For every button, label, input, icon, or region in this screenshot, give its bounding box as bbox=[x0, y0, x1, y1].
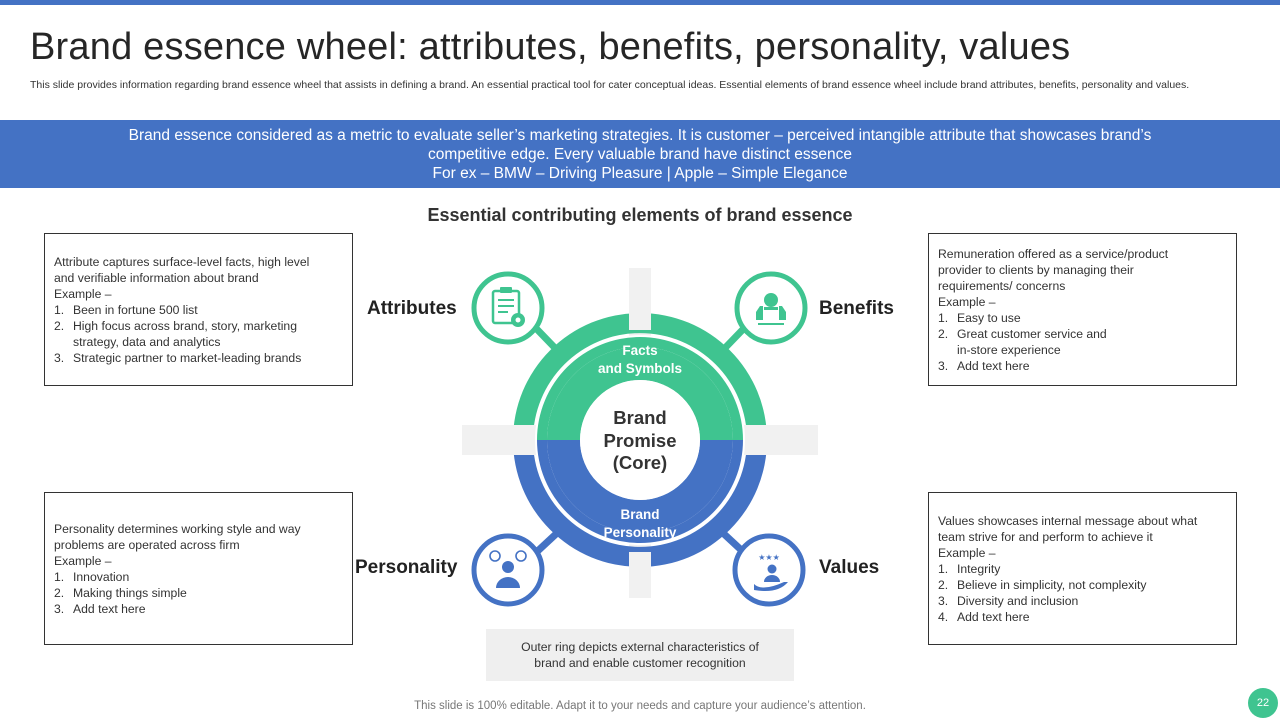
list-item: 3. Diversity and inclusion bbox=[938, 593, 1227, 609]
list-item: 4. Add text here bbox=[938, 609, 1227, 625]
list-text: Add text here bbox=[73, 602, 146, 616]
box-text-line: Remuneration offered as a service/produc… bbox=[938, 247, 1169, 261]
list-number: 4. bbox=[938, 610, 949, 624]
list-item: 3. Add text here bbox=[54, 601, 343, 617]
personality-segment bbox=[547, 440, 733, 533]
list-text: Add text here bbox=[957, 610, 1030, 624]
list-item: 1. Integrity bbox=[938, 561, 1227, 577]
personality-label: Personality bbox=[355, 557, 458, 578]
person-emotions-icon bbox=[471, 533, 545, 607]
thumbs-up-award-icon bbox=[734, 271, 808, 345]
attributes-box: Attribute captures surface-level facts, … bbox=[44, 233, 353, 386]
note-line: brand and enable customer recognition bbox=[534, 656, 746, 670]
list-item: 1. Been in fortune 500 list bbox=[54, 302, 343, 318]
hand-person-stars-icon: ★★★ bbox=[732, 533, 806, 607]
core-label: Promise bbox=[603, 430, 676, 451]
definition-banner: Brand essence considered as a metric to … bbox=[0, 120, 1280, 188]
list-number: 2. bbox=[54, 586, 65, 600]
benefits-box: Remuneration offered as a service/produc… bbox=[928, 233, 1237, 386]
list-item: 2. High focus across brand, story, market… bbox=[54, 318, 343, 334]
list-number: 3. bbox=[54, 602, 65, 616]
box-text-line: Example – bbox=[54, 554, 112, 568]
core-label: Brand bbox=[613, 407, 666, 428]
list-item: 1. Innovation bbox=[54, 569, 343, 585]
personality-segment-label: Brand bbox=[620, 507, 659, 522]
facts-label: Facts bbox=[622, 343, 657, 358]
list-item: 2. Believe in simplicity, not complexity bbox=[938, 577, 1227, 593]
box-text-line: and verifiable information about brand bbox=[54, 271, 259, 285]
note-line: Outer ring depicts external characterist… bbox=[521, 640, 759, 654]
clipboard-gear-icon bbox=[471, 271, 545, 345]
benefits-label: Benefits bbox=[819, 298, 894, 319]
box-text-line: Example – bbox=[54, 287, 112, 301]
guide-segment bbox=[745, 425, 775, 455]
banner-line: For ex – BMW – Driving Pleasure | Apple … bbox=[432, 165, 848, 182]
slide-title: Brand essence wheel: attributes, benefit… bbox=[30, 26, 1071, 68]
list-text-continued: strategy, data and analytics bbox=[73, 335, 221, 349]
banner-line: competitive edge. Every valuable brand h… bbox=[428, 146, 852, 163]
svg-text:★★★: ★★★ bbox=[758, 553, 780, 562]
list-text: Strategic partner to market-leading bran… bbox=[73, 351, 302, 365]
outer-ring-note: Outer ring depicts external characterist… bbox=[486, 629, 794, 681]
list-number: 3. bbox=[54, 351, 65, 365]
list-number: 2. bbox=[54, 319, 65, 333]
list-number: 1. bbox=[938, 311, 949, 325]
list-text: Innovation bbox=[73, 570, 130, 584]
list-text: High focus across brand, story, marketin… bbox=[73, 319, 297, 333]
personality-box: Personality determines working style and… bbox=[44, 492, 353, 645]
list-text: Believe in simplicity, not complexity bbox=[957, 578, 1147, 592]
box-text-line: Example – bbox=[938, 295, 996, 309]
core-label: (Core) bbox=[613, 452, 667, 473]
attributes-label: Attributes bbox=[367, 298, 457, 319]
list-text: Diversity and inclusion bbox=[957, 594, 1079, 608]
footer-text: This slide is 100% editable. Adapt it to… bbox=[414, 700, 866, 712]
list-number: 2. bbox=[938, 578, 949, 592]
list-number: 2. bbox=[938, 327, 949, 341]
box-text-line: Example – bbox=[938, 546, 996, 560]
box-text-line: team strive for and perform to achieve i… bbox=[938, 530, 1153, 544]
list-number: 3. bbox=[938, 594, 949, 608]
outer-ring-bottom bbox=[513, 440, 767, 567]
list-item: 2. Great customer service and bbox=[938, 326, 1227, 342]
list-number: 1. bbox=[54, 303, 65, 317]
list-text: Making things simple bbox=[73, 586, 187, 600]
section-heading: Essential contributing elements of brand… bbox=[427, 205, 853, 225]
list-number: 1. bbox=[54, 570, 65, 584]
list-item: 3. Add text here bbox=[938, 358, 1227, 374]
values-box: Values showcases internal message about … bbox=[928, 492, 1237, 645]
personality-segment-label: Personality bbox=[604, 525, 677, 540]
facts-segment bbox=[547, 347, 733, 440]
list-number: 1. bbox=[938, 562, 949, 576]
guide-segment bbox=[629, 300, 651, 330]
page-number-badge: 22 bbox=[1248, 688, 1278, 718]
list-text: Integrity bbox=[957, 562, 1001, 576]
box-text-line: Personality determines working style and… bbox=[54, 522, 301, 536]
list-text: Great customer service and bbox=[957, 327, 1107, 341]
banner-line: Brand essence considered as a metric to … bbox=[128, 127, 1152, 144]
list-text: Add text here bbox=[957, 359, 1030, 373]
core-circle bbox=[580, 380, 700, 500]
list-number: 3. bbox=[938, 359, 949, 373]
top-accent-bar bbox=[0, 0, 1280, 5]
guide-segment bbox=[505, 425, 535, 455]
box-text-line: Attribute captures surface-level facts, … bbox=[54, 255, 310, 269]
box-text-line: requirements/ concerns bbox=[938, 279, 1066, 293]
slide-subtitle: This slide provides information regardin… bbox=[30, 79, 1190, 91]
outer-ring-top bbox=[513, 313, 767, 440]
values-label: Values bbox=[819, 557, 880, 578]
box-text-line: problems are operated across firm bbox=[54, 538, 240, 552]
list-item: 1. Easy to use bbox=[938, 310, 1227, 326]
list-text: Easy to use bbox=[957, 311, 1021, 325]
box-text-line: provider to clients by managing their bbox=[938, 263, 1134, 277]
list-text-continued: in-store experience bbox=[957, 343, 1061, 357]
list-item: 3. Strategic partner to market-leading br… bbox=[54, 350, 343, 366]
guide-segment bbox=[629, 552, 651, 580]
box-text-line: Values showcases internal message about … bbox=[938, 514, 1198, 528]
list-text: Been in fortune 500 list bbox=[73, 303, 198, 317]
list-item: 2. Making things simple bbox=[54, 585, 343, 601]
facts-label: and Symbols bbox=[598, 361, 682, 376]
